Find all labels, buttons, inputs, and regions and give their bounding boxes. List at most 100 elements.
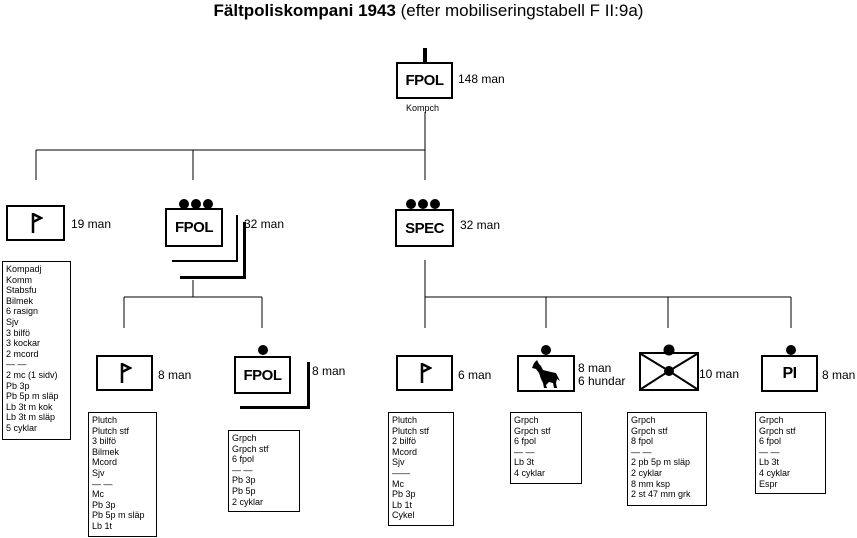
list-item: Pb 3p xyxy=(6,380,30,391)
list-item: — — xyxy=(6,359,27,370)
list-item: Plutch xyxy=(392,415,418,425)
flag-icon xyxy=(120,363,132,383)
dog-group-symbol xyxy=(517,355,575,392)
staff-strength: 19 man xyxy=(71,217,112,231)
list-item: Plutch stf xyxy=(92,425,130,436)
list-item: 6 fpol xyxy=(514,436,537,447)
list-item: 3 bilfö xyxy=(92,436,117,447)
list-item: — — xyxy=(232,464,253,475)
platoon-dot xyxy=(191,199,201,209)
list-item: 2 mc (1 sidv) xyxy=(6,369,58,380)
list-item: — — xyxy=(631,446,652,457)
list-item: 5 cyklar xyxy=(6,422,38,433)
diagram-title: Fältpoliskompani 1943 (efter mobiliserin… xyxy=(213,1,644,20)
list-item: Mcord xyxy=(392,446,418,457)
fpol-platoon-symbol: FPOL xyxy=(165,208,223,247)
platoon-dot xyxy=(430,199,440,209)
spec-hq-strength: 6 man xyxy=(458,368,492,382)
list-item: 6 fpol xyxy=(232,454,255,465)
hq-symbol: FPOL xyxy=(396,62,453,99)
group-dot xyxy=(786,345,796,355)
list-item: Pb 5p xyxy=(232,485,256,496)
list-item: Espr xyxy=(759,478,778,489)
list-item: — — xyxy=(759,446,780,457)
list-item: Grpch xyxy=(631,415,656,425)
platoon-shadow-box xyxy=(180,222,246,279)
list-item: 2 mcord xyxy=(6,348,39,359)
platoon-shadow-box xyxy=(172,215,238,262)
list-item: Kompadj xyxy=(6,264,42,274)
list-item: 2 bilfö xyxy=(392,436,417,447)
list-item: 3 bilfö xyxy=(6,327,31,338)
list-item: Plutch xyxy=(92,415,118,425)
list-item: Lb 1t xyxy=(92,520,113,531)
fpol-platoon-strength: 32 man xyxy=(244,217,285,231)
dog-group-dogs: 6 hundar xyxy=(578,374,626,388)
list-item: Grpch stf xyxy=(514,425,551,436)
list-item: Grpch stf xyxy=(759,425,796,436)
list-item: Mc xyxy=(392,478,404,489)
staff-flag-symbol xyxy=(6,205,65,241)
hq-caption: Kompch xyxy=(406,103,440,113)
platoon-dot xyxy=(406,199,416,209)
platoon-dot xyxy=(203,199,213,209)
group-dot xyxy=(258,345,268,355)
list-item: Grpch stf xyxy=(232,443,269,454)
list-item: Lb 3t m släp xyxy=(6,412,56,423)
list-item: 2 cyklar xyxy=(631,467,663,478)
list-item: Sjv xyxy=(6,316,19,327)
group-shadow-box xyxy=(240,362,310,409)
flag-icon xyxy=(420,363,432,383)
list-item: Mc xyxy=(92,489,104,500)
anti-tank-symbol xyxy=(639,344,699,391)
spec-hq-flag-symbol xyxy=(396,355,453,391)
list-item: 2 cyklar xyxy=(232,496,264,507)
list-item: — — xyxy=(514,446,535,457)
list-item: 2 st 47 mm grk xyxy=(631,489,691,500)
list-item: Pb 5p m släp xyxy=(6,391,59,402)
list-item: Grpch stf xyxy=(631,425,668,436)
fpol-hq-flag-symbol xyxy=(96,355,153,391)
fpol-hq-strength: 8 man xyxy=(158,368,192,382)
hq-strength: 148 man xyxy=(458,72,505,86)
list-item: 2 pb 5p m släp xyxy=(631,457,691,468)
hq-staff-mark xyxy=(423,48,427,62)
list-item: Bilmek xyxy=(6,295,34,306)
list-item: Lb 3t xyxy=(759,457,780,468)
spec-platoon-symbol: SPEC xyxy=(395,209,454,247)
list-item: Cykel xyxy=(392,510,415,521)
list-item: Lb 3t xyxy=(514,457,535,468)
list-item: Pb 5p m släp xyxy=(92,510,145,521)
group-dot xyxy=(541,345,551,355)
list-item: Stabsfu xyxy=(6,285,37,296)
list-item: Sjv xyxy=(392,457,405,468)
fpol-group-strength: 8 man xyxy=(312,364,346,378)
list-item: —— xyxy=(392,467,410,478)
list-item: 3 kockar xyxy=(6,338,41,349)
list-item: 4 cyklar xyxy=(514,467,546,478)
list-item: Grpch xyxy=(514,415,539,425)
list-item: Pb 3p xyxy=(92,499,116,510)
flag-icon xyxy=(31,213,43,233)
list-item: Lb 3t m kok xyxy=(6,401,53,412)
list-item: Sjv xyxy=(92,467,105,478)
dog-icon xyxy=(532,359,560,388)
list-item: Bilmek xyxy=(92,446,120,457)
list-item: Komm xyxy=(6,274,33,285)
at-group-strength: 10 man xyxy=(699,367,740,381)
dog-group-strength: 8 man xyxy=(578,361,612,375)
platoon-dot xyxy=(418,199,428,209)
spec-platoon-strength: 32 man xyxy=(460,218,501,232)
list-item: 8 fpol xyxy=(631,436,654,447)
pi-group-strength: 8 man xyxy=(822,368,856,382)
list-item: 6 rasign xyxy=(6,306,39,317)
list-item: 8 mm ksp xyxy=(631,478,671,489)
